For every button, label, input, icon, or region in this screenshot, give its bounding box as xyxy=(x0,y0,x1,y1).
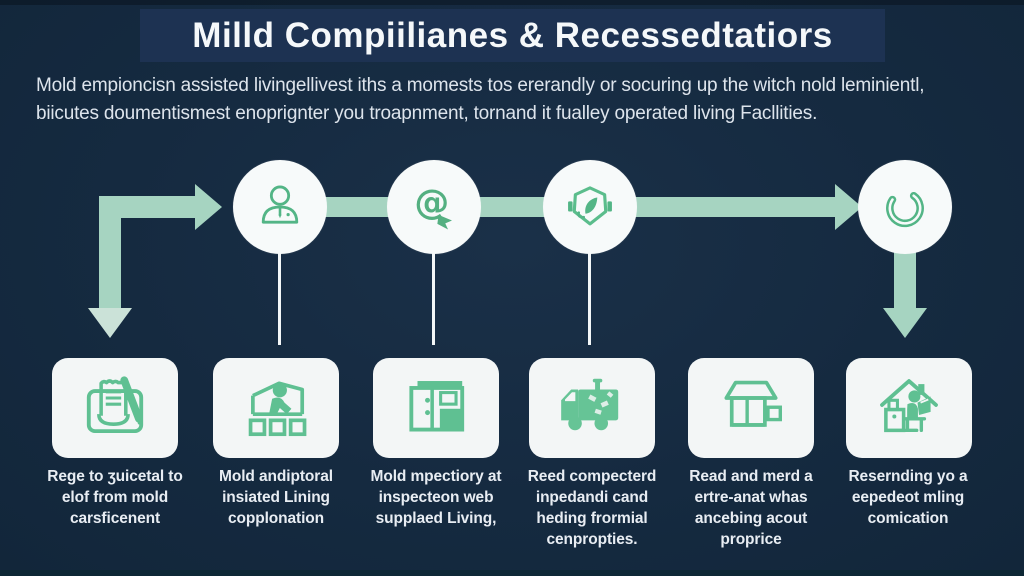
card-2 xyxy=(213,358,339,458)
subtitle-line-2: biicutes doumentismest enoprignter you t… xyxy=(36,103,818,124)
card-1 xyxy=(52,358,178,458)
connector-line-3 xyxy=(588,252,591,345)
flow-node-1 xyxy=(233,160,327,254)
cabinet-icon xyxy=(409,381,465,432)
caption-line: comication xyxy=(867,510,949,527)
at-badge-icon: @ xyxy=(414,183,452,230)
flow-down-arrow-bar xyxy=(894,250,916,308)
subtitle-line-1: Mold empioncisn assisted livingellivest … xyxy=(36,75,925,96)
clipboard-pen-icon xyxy=(86,376,144,434)
card-6 xyxy=(846,358,972,458)
caption-line: copplonation xyxy=(227,510,325,527)
flow-node-2: @ xyxy=(387,160,481,254)
caption-line: heding frormial xyxy=(536,510,648,527)
flow-node-3 xyxy=(543,160,637,254)
page-title: Milld Compiilianes & Recessedtatiors xyxy=(192,15,833,55)
title-banner: Milld Compiilianes & Recessedtatiors xyxy=(140,9,885,62)
caption-line: elof from mold xyxy=(61,489,169,506)
truck-icon xyxy=(561,378,619,431)
caption-line: Rege to ʒuicetal to xyxy=(47,468,183,485)
caption-line: cenpropties. xyxy=(546,531,638,548)
person-icon xyxy=(261,185,299,224)
flow-arrow-3-head-icon xyxy=(835,184,862,230)
caption-line: Reed compecterd xyxy=(527,468,657,485)
caption-line: Resernding yo a xyxy=(848,468,968,485)
storefront-icon xyxy=(724,380,782,427)
elbow-arrow-vertical-bar xyxy=(99,196,121,308)
connector-line-1 xyxy=(278,252,281,345)
card-5 xyxy=(688,358,814,458)
card-caption-4: Reed compecterd inpedandi cand heding fr… xyxy=(507,466,677,550)
caption-line: inspecteon web xyxy=(378,489,494,506)
card-caption-5: Read and merd a ertre-anat whas ancebing… xyxy=(666,466,836,550)
caption-line: ancebing acout xyxy=(694,510,808,527)
elbow-arrow-horizontal-bar xyxy=(99,196,195,218)
card-caption-3: Mold mpectiory at inspecteon web supplae… xyxy=(351,466,521,529)
flow-arrow-3-bar xyxy=(620,197,835,217)
card-caption-6: Resernding yo a eepedeot mling comicatio… xyxy=(823,466,993,529)
card-caption-1: Rege to ʒuicetal to elof from mold carsf… xyxy=(30,466,200,529)
caption-line: carsficenent xyxy=(69,510,161,527)
caption-line: Mold andiptoral xyxy=(219,468,333,485)
card-3 xyxy=(373,358,499,458)
worker-machine-icon xyxy=(248,381,307,437)
card-4 xyxy=(529,358,655,458)
refresh-arc-icon xyxy=(886,189,924,228)
svg-text:@: @ xyxy=(414,183,449,223)
caption-line: Read and merd a xyxy=(689,468,813,485)
card-caption-2: Mold andiptoral insiated Lining copplona… xyxy=(191,466,361,529)
elbow-arrow-right-head-icon xyxy=(195,184,222,230)
caption-line: insiated Lining xyxy=(222,489,330,506)
flow-node-4 xyxy=(858,160,952,254)
caption-line: ertre-anat whas xyxy=(694,489,808,506)
subtitle: Mold empioncisn assisted livingellivest … xyxy=(36,72,986,128)
elbow-arrow-down-head-icon xyxy=(88,308,132,338)
flow-down-arrow-head-icon xyxy=(883,308,927,338)
connector-line-2 xyxy=(432,252,435,345)
caption-line: supplaed Living, xyxy=(375,510,497,527)
house-person-icon xyxy=(880,379,938,433)
caption-line: Mold mpectiory at xyxy=(370,468,502,485)
caption-line: eepedeot mling xyxy=(851,489,965,506)
caption-line: inpedandi cand xyxy=(535,489,649,506)
caption-line: proprice xyxy=(720,531,782,548)
shield-check-icon xyxy=(568,186,612,226)
